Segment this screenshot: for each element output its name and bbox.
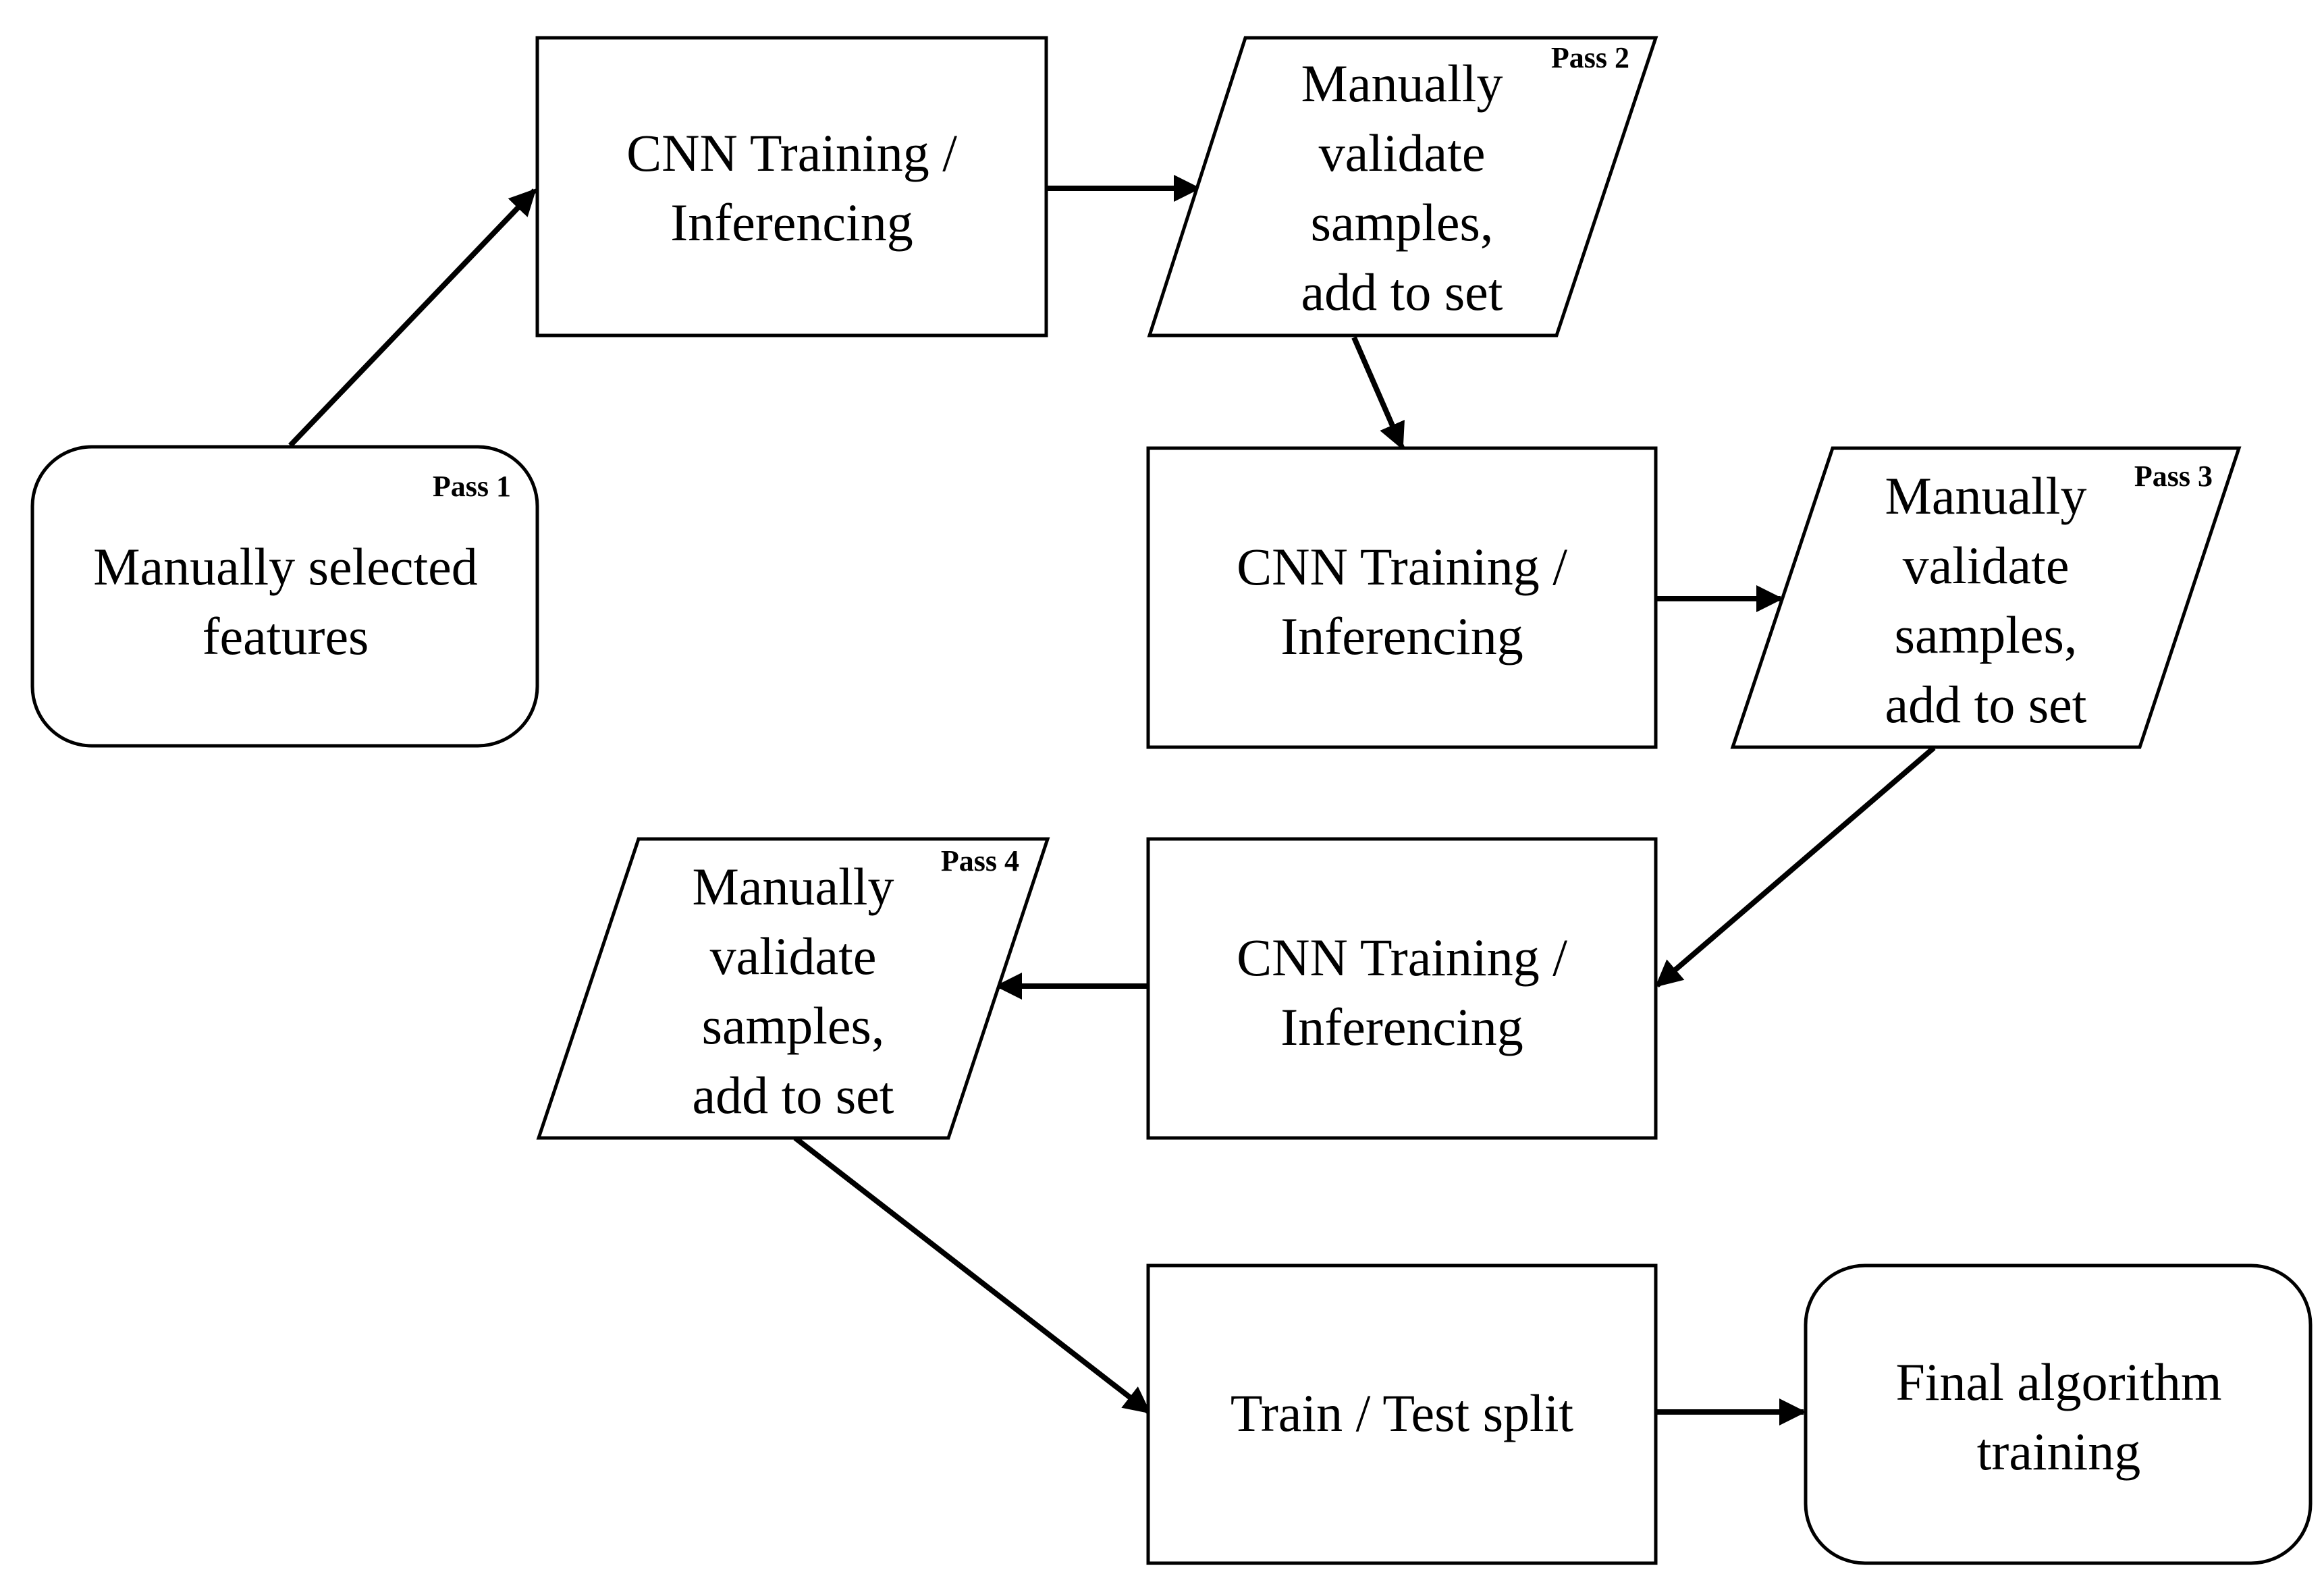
node-start-line-2: features: [202, 607, 369, 665]
node-validate3: Pass 3 Manually validate samples, add to…: [1730, 446, 2242, 749]
node-validate4: Pass 4 Manually validate samples, add to…: [536, 837, 1050, 1140]
edges: [288, 175, 1936, 1425]
node-cnn3-line-1: CNN Training /: [1237, 928, 1567, 987]
node-cnn2-line-2: Inferencing: [1280, 607, 1523, 665]
node-validate4-line-4: add to set: [693, 1066, 894, 1124]
node-validate2-shape: [1147, 36, 1658, 337]
edge-validate3-to-cnn3: [1654, 745, 1936, 988]
node-validate3-shape: [1730, 446, 2242, 749]
node-cnn1-line-1: CNN Training /: [626, 124, 957, 182]
node-cnn1-shape: [535, 36, 1048, 337]
node-validate4-shape: [536, 837, 1050, 1140]
node-validate2-line-4: add to set: [1301, 263, 1503, 321]
node-cnn3-line-2: Inferencing: [1280, 998, 1523, 1056]
node-validate3-line-1: Manually: [1885, 466, 2087, 525]
node-final-line-2: training: [1977, 1422, 2141, 1481]
edge-validate4-to-split: [793, 1135, 1152, 1415]
node-cnn3-shape: [1146, 837, 1658, 1140]
node-validate3-pass-label: Pass 3: [2134, 460, 2213, 493]
node-validate4-line-1: Manually: [693, 857, 894, 916]
node-validate3-line-2: validate: [1903, 536, 2070, 595]
node-split-shape: [1146, 1263, 1658, 1565]
node-final-line-1: Final algorithm: [1895, 1353, 2221, 1411]
node-final: Final algorithm training: [1804, 1263, 2313, 1565]
node-validate4-line-3: samples,: [702, 996, 885, 1055]
node-cnn1: CNN Training / Inferencing: [535, 36, 1048, 337]
node-validate2-line-3: samples,: [1311, 193, 1494, 252]
node-validate4-pass-label: Pass 4: [941, 844, 1019, 877]
node-cnn3: CNN Training / Inferencing: [1146, 837, 1658, 1140]
node-cnn2-shape: [1146, 446, 1658, 749]
node-validate3-line-3: samples,: [1895, 605, 2078, 664]
node-validate4-line-2: validate: [710, 927, 877, 985]
node-validate2-pass-label: Pass 2: [1551, 41, 1629, 74]
node-cnn1-line-2: Inferencing: [670, 193, 913, 252]
edge-validate2-to-cnn2: [1351, 336, 1405, 450]
edge-start-to-cnn1: [288, 188, 537, 447]
node-split: Train / Test split: [1146, 1263, 1658, 1565]
node-cnn2: CNN Training / Inferencing: [1146, 446, 1658, 749]
node-start-line-1: Manually selected: [93, 537, 478, 596]
node-validate2: Pass 2 Manually validate samples, add to…: [1147, 36, 1658, 337]
node-cnn2-line-1: CNN Training /: [1237, 537, 1567, 596]
node-split-line-1: Train / Test split: [1231, 1384, 1573, 1442]
node-start: Pass 1 Manually selected features: [30, 445, 539, 748]
node-start-pass-label: Pass 1: [433, 470, 511, 503]
node-validate2-line-2: validate: [1319, 124, 1486, 182]
node-validate3-line-4: add to set: [1885, 675, 2087, 734]
node-final-shape: [1804, 1263, 2313, 1565]
node-validate2-line-1: Manually: [1301, 54, 1503, 113]
node-start-shape: [30, 445, 539, 748]
